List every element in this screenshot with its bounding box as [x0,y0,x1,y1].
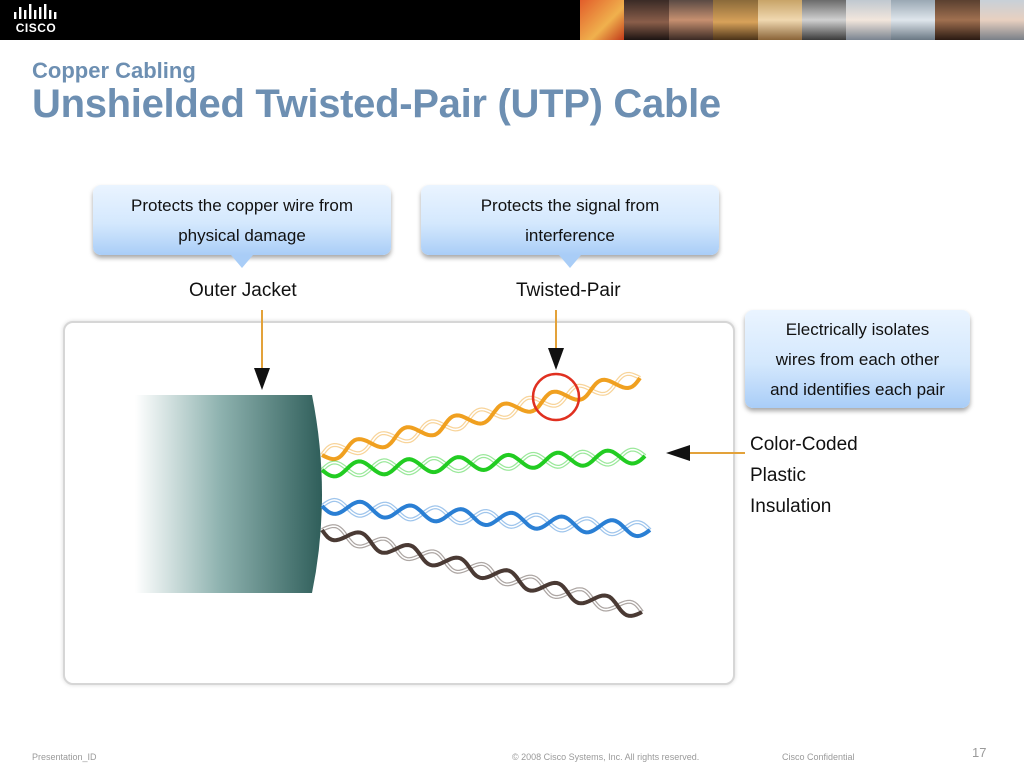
callout-line: wires from each other [775,350,940,369]
callout-insulation-purpose: Electrically isolates wires from each ot… [745,310,970,408]
callout-twisted-purpose: Protects the signal from interference [421,185,719,255]
photo-tile [624,0,669,40]
callout-pointer [559,255,581,268]
cisco-logo: CISCO [8,3,64,37]
callout-line: and identifies each pair [770,380,945,399]
callout-line: Protects the signal from [480,196,660,215]
callout-line: physical damage [178,226,306,245]
photo-tile [802,0,847,40]
jacket-arrowhead [254,368,270,390]
wire-stripe [321,448,646,477]
insulation-label-line1: Color-Coded [750,434,858,455]
callout-line: interference [525,226,615,245]
wire-pairs [320,371,652,618]
photo-tile [713,0,758,40]
outer-jacket [135,395,322,593]
photo-tile [979,0,1024,40]
photo-tile [890,0,936,40]
footer-confidential: Cisco Confidential [782,752,855,762]
photo-tile [757,0,803,40]
logo-wordmark: CISCO [15,21,57,35]
footer-copyright: © 2008 Cisco Systems, Inc. All rights re… [512,752,700,762]
solid-wire [320,448,647,479]
slide-title: Unshielded Twisted-Pair (UTP) Cable [32,82,721,126]
twisted-arrowhead [548,348,564,370]
wire-stripe [321,373,641,456]
photo-tile [935,0,980,40]
twisted-pair-label: Twisted-Pair [516,280,621,301]
callout-jacket-purpose: Protects the copper wire from physical d… [93,185,391,255]
insulation-arrowhead [666,445,690,461]
photo-tile [846,0,891,40]
cisco-bars-icon [14,4,57,19]
solid-wire [320,528,643,618]
insulation-label-line2: Plastic [750,465,806,486]
slide-subtitle: Copper Cabling [32,58,196,83]
photo-tile [668,0,714,40]
insulation-label-line3: Insulation [750,496,832,517]
brown-wire-pair [320,524,644,618]
page-number: 17 [972,745,987,760]
people-photo-strip [580,0,1024,40]
orange-wire-pair [320,371,642,462]
blue-wire-pair [320,497,652,539]
callout-line: Electrically isolates [785,320,930,339]
green-wire-pair [320,447,647,479]
striped-wire [320,497,652,537]
wire-stripe [321,525,643,613]
callout-pointer [231,255,253,268]
top-banner: CISCO [0,0,1024,40]
footer-presentation-id: Presentation_ID [32,752,97,762]
solid-wire [321,376,642,462]
twist-highlight-circle [531,372,581,422]
callout-line: Protects the copper wire from [130,196,354,215]
photo-tile [580,0,625,40]
solid-wire [320,499,652,539]
outer-jacket-label: Outer Jacket [189,280,297,301]
wire-stripe [321,499,651,535]
